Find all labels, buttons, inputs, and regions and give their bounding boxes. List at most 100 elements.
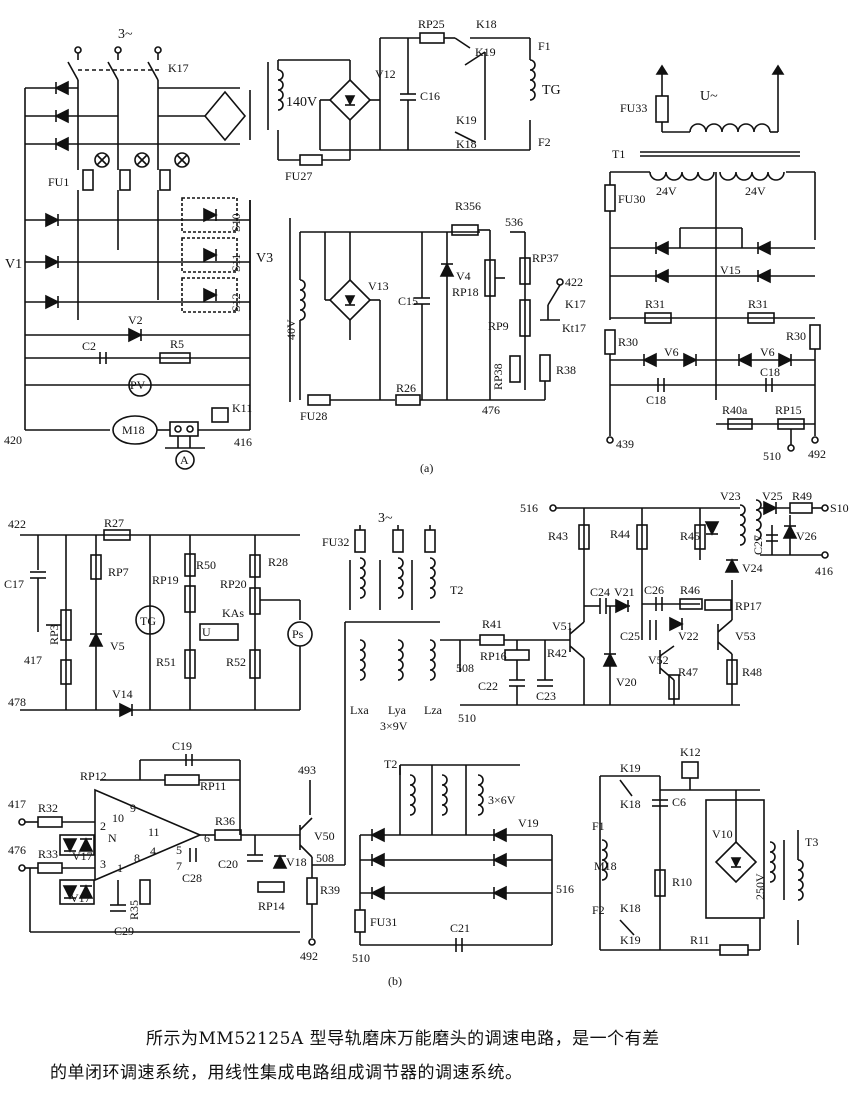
label-t3: T3 — [805, 835, 818, 849]
label-fu30: FU30 — [618, 192, 645, 206]
label-v20: V20 — [616, 675, 637, 689]
label-508-a: 508 — [456, 661, 474, 675]
caption-b: (b) — [388, 974, 402, 988]
label-f2-a: F2 — [538, 135, 551, 149]
label-r43: R43 — [548, 529, 568, 543]
label-tg: TG — [542, 83, 561, 98]
label-fu32: FU32 — [322, 535, 349, 549]
label-c19: C19 — [172, 739, 192, 753]
label-ps: Ps — [292, 627, 304, 641]
label-rp7: RP7 — [108, 565, 129, 579]
label-24v-b: 24V — [745, 184, 766, 198]
label-c16: C16 — [420, 89, 440, 103]
pin-4: 4 — [150, 844, 156, 858]
label-s10-b: S10 — [830, 501, 849, 515]
label-c22: C22 — [478, 679, 498, 693]
label-r52: R52 — [226, 655, 246, 669]
label-3phase-b: 3~ — [378, 511, 393, 526]
label-v17-a: V17 — [72, 849, 93, 863]
label-f2-b: F2 — [592, 903, 605, 917]
label-422-b: 422 — [8, 517, 26, 531]
label-v18: V18 — [286, 855, 307, 869]
label-140v: 140V — [286, 95, 317, 110]
label-c18-b: C18 — [760, 365, 780, 379]
label-r33: R33 — [38, 847, 58, 861]
pin-5: 5 — [176, 843, 182, 857]
label-v21: V21 — [614, 585, 635, 599]
label-c24: C24 — [590, 585, 610, 599]
label-v13: V13 — [368, 279, 389, 293]
section-a-reference: 40V FU28 V13 C15 R26 V4 R356 RP18 536 RP… — [284, 199, 586, 423]
description-text: 所示为MM52125A 型导轨磨床万能磨头的调速电路，是一个有差 的单闭环调速系… — [50, 1022, 820, 1090]
label-rp14: RP14 — [258, 899, 285, 913]
label-v6-b: V6 — [760, 345, 775, 359]
label-v5: V5 — [110, 639, 125, 653]
pin-3: 3 — [100, 857, 106, 871]
pin-8: 8 — [134, 851, 140, 865]
label-420: 420 — [4, 433, 22, 447]
label-v12: V12 — [375, 67, 396, 81]
label-40v: 40V — [284, 319, 298, 340]
label-v15: V15 — [720, 263, 741, 277]
label-492-a: 492 — [808, 447, 826, 461]
label-v52: V52 — [648, 653, 669, 667]
label-417-b: 417 — [8, 797, 26, 811]
label-a: A — [180, 453, 189, 467]
label-510-c: 510 — [352, 951, 370, 965]
label-k17-b: K17 — [565, 297, 586, 311]
label-r48: R48 — [742, 665, 762, 679]
label-rp18: RP18 — [452, 285, 479, 299]
label-r50: R50 — [196, 558, 216, 572]
pin-2: 2 — [100, 819, 106, 833]
label-c27: C27 — [751, 535, 765, 555]
label-lya: Lya — [388, 703, 407, 717]
label-rp37: RP37 — [532, 251, 559, 265]
label-u: U~ — [700, 89, 718, 104]
label-k11: K11 — [232, 401, 252, 415]
label-c20: C20 — [218, 857, 238, 871]
label-r10: R10 — [672, 875, 692, 889]
label-pv: PV — [130, 378, 146, 392]
label-k18-d: K18 — [620, 901, 641, 915]
label-r47: R47 — [678, 665, 698, 679]
label-s11: S11 — [229, 254, 243, 272]
label-r42: R42 — [547, 646, 567, 660]
label-r46: R46 — [680, 583, 700, 597]
label-r39: R39 — [320, 883, 340, 897]
label-v14: V14 — [112, 687, 133, 701]
label-3phase: 3~ — [118, 27, 133, 42]
label-rp20: RP20 — [220, 577, 247, 591]
label-k17: K17 — [168, 61, 189, 75]
label-k18-c: K18 — [620, 797, 641, 811]
label-439: 439 — [616, 437, 634, 451]
label-rp16: RP16 — [480, 649, 507, 663]
label-tg-b: TG — [140, 614, 156, 628]
label-c15: C15 — [398, 294, 418, 308]
label-fu1: FU1 — [48, 175, 69, 189]
label-ka-u: U — [202, 625, 211, 639]
label-r356: R356 — [455, 199, 481, 213]
label-c29: C29 — [114, 924, 134, 938]
label-f1-b: F1 — [592, 819, 605, 833]
label-417-a: 417 — [24, 653, 42, 667]
label-r11: R11 — [690, 933, 710, 947]
label-r51: R51 — [156, 655, 176, 669]
label-c18-a: C18 — [646, 393, 666, 407]
caption-a: (a) — [420, 461, 433, 475]
section-b-feedback: 422 C17 417 478 RP3 R27 RP7 V5 V14 TG R5… — [4, 516, 313, 717]
label-516-a: 516 — [520, 501, 538, 515]
section-b-trigger: 3~ FU32 T2 Lxa Lya Lza 3×9V 508 R41 RP16… — [322, 489, 849, 733]
label-v6-a: V6 — [664, 345, 679, 359]
pin-6: 6 — [204, 831, 210, 845]
label-k19-c: K19 — [620, 761, 641, 775]
label-fu33: FU33 — [620, 101, 647, 115]
label-r30-b: R30 — [786, 329, 806, 343]
label-m18-b: M18 — [594, 859, 617, 873]
label-rp15: RP15 — [775, 403, 802, 417]
label-rp9: RP9 — [488, 319, 509, 333]
section-a-power: 3~ K17 FU1 V1 S10 S11 S12 V3 — [4, 27, 273, 470]
label-r45: R45 — [680, 529, 700, 543]
section-b-rectifier: T2 3×6V V19 516 FU31 C21 510 — [352, 757, 574, 965]
label-r35: R35 — [127, 900, 141, 920]
label-c17: C17 — [4, 577, 24, 591]
